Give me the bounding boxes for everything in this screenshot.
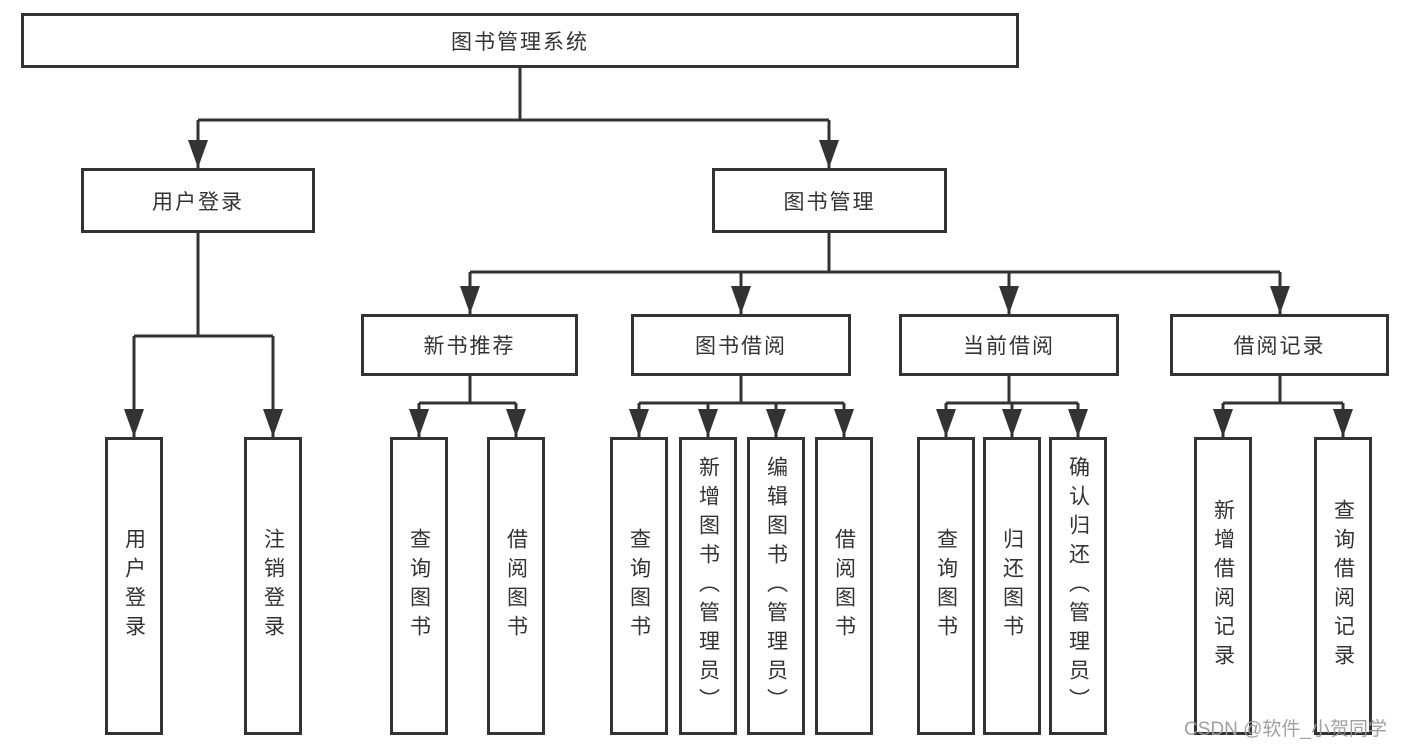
connector-current-borrowing [946, 376, 1078, 405]
connector-borrowing-records [1223, 376, 1343, 405]
connector-book-management [470, 233, 1280, 274]
leaf-borrow-books-recommend: 借阅图书 [487, 437, 545, 735]
node-book-management: 图书管理 [712, 168, 947, 233]
leaf-query-books-borrowing: 查询图书 [610, 437, 668, 735]
leaf-return-books: 归还图书 [983, 437, 1041, 735]
node-book-borrowing: 图书借阅 [631, 314, 851, 376]
node-user-login: 用户登录 [81, 168, 315, 233]
node-borrowing-records: 借阅记录 [1170, 314, 1389, 376]
node-root: 图书管理系统 [21, 13, 1019, 68]
leaf-query-books-current: 查询图书 [917, 437, 975, 735]
leaf-add-books-admin: 新增图书（管理员） [679, 437, 737, 735]
leaf-logout: 注销登录 [244, 437, 302, 735]
leaf-add-borrow-record: 新增借阅记录 [1194, 437, 1252, 735]
node-new-book-recommend: 新书推荐 [361, 314, 578, 376]
leaf-query-books-recommend: 查询图书 [390, 437, 448, 735]
connector-user-login [134, 233, 273, 338]
connector-book-borrowing [639, 376, 844, 405]
connector-new-book-recommend [419, 376, 516, 405]
watermark: CSDN @软件_小贺同学 [1184, 719, 1387, 740]
connector-root [198, 68, 829, 122]
leaf-query-borrow-record: 查询借阅记录 [1314, 437, 1372, 735]
leaf-edit-books-admin: 编辑图书（管理员） [747, 437, 805, 735]
leaf-borrow-books-borrowing: 借阅图书 [815, 437, 873, 735]
leaf-confirm-return-admin: 确认归还（管理员） [1049, 437, 1107, 735]
node-current-borrowing: 当前借阅 [899, 314, 1119, 376]
leaf-user-login: 用户登录 [105, 437, 163, 735]
